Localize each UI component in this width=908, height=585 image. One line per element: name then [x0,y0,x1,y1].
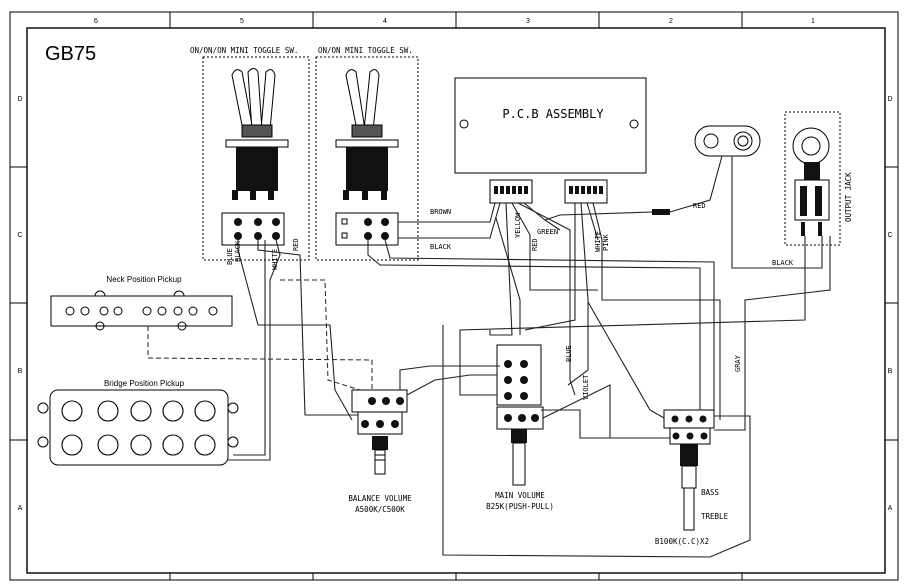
row-label-b: B [18,368,23,375]
wire-label-red-t1: RED [292,238,300,251]
wire-label-white-t1: WHITE [271,249,279,270]
wire-labels: BROWN BLACK YELLOW RED GREEN WHITE PINK … [226,202,794,400]
outer-frame [9,11,899,581]
wire-label-black-t1: BLACK [234,240,242,262]
toggle2-label: ON/ON MINI TOGGLE SW. [318,46,413,55]
bridge-pickup-label: Bridge Position Pickup [104,379,185,388]
tone-pot [663,409,715,531]
wire-label-gray: GRAY [734,354,742,372]
tone-treble-label: TREBLE [701,512,729,521]
col-label-1: 1 [811,18,815,25]
neck-pickup-label: Neck Position Pickup [106,275,182,284]
col-label-4: 4 [383,18,387,25]
wire-label-blue: BLUE [226,248,234,265]
col-label-2: 2 [669,18,673,25]
neck-pickup [50,290,233,331]
balance-volume-label: BALANCE VOLUME [348,494,412,503]
wire-label-black-jack: BLACK [772,259,794,267]
wires [147,155,831,558]
wire-label-red: RED [531,238,539,251]
balance-pot [351,389,408,475]
row-label-d: D [17,96,22,103]
grid-labels: 6 5 4 3 2 1 D C B A D C B A [17,18,892,512]
tone-value-label: B100K(C.C)X2 [655,537,709,546]
col-label-3: 3 [526,18,530,25]
diagram-title: GB75 [45,43,96,65]
wire-label-yellow: YELLOW [514,212,522,238]
main-volume-label: MAIN VOLUME [495,491,545,500]
tone-bass-label: BASS [701,488,720,497]
row-label-c-right: C [887,232,892,239]
col-label-6: 6 [94,18,98,25]
wire-label-green: GREEN [537,228,558,236]
jack-lead [652,209,670,215]
wire-label-red-jack: RED [693,202,706,210]
pcb-assembly [454,77,647,204]
wire-label-black: BLACK [430,243,452,251]
wire-label-blue-main: BLUE [565,345,573,362]
toggle-switch-2 [315,56,419,261]
wire-label-brown: BROWN [430,208,451,216]
row-label-a-right: A [888,505,893,512]
wire-label-violet: VIOLET [582,374,590,400]
bridge-pickup [37,389,239,466]
main-value-label: B25K(PUSH-PULL) [486,502,554,511]
wire-label-white: WHITE [594,231,602,252]
output-jack [694,111,841,246]
row-label-d-right: D [887,96,892,103]
toggle-switch-1 [202,56,310,261]
toggle1-label: ON/ON/ON MINI TOGGLE SW. [190,46,298,55]
main-volume-pot [496,344,544,486]
row-label-c: C [17,232,22,239]
pcb-label: P.C.B ASSEMBLY [502,107,604,121]
grid-ticks [10,12,898,580]
balance-value-label: A500K/C500K [355,505,405,514]
row-label-b-right: B [888,368,893,375]
wire-label-pink: PINK [602,233,610,251]
jack-label: OUTPUT JACK [844,172,853,222]
row-label-a: A [18,505,23,512]
col-label-5: 5 [240,18,244,25]
